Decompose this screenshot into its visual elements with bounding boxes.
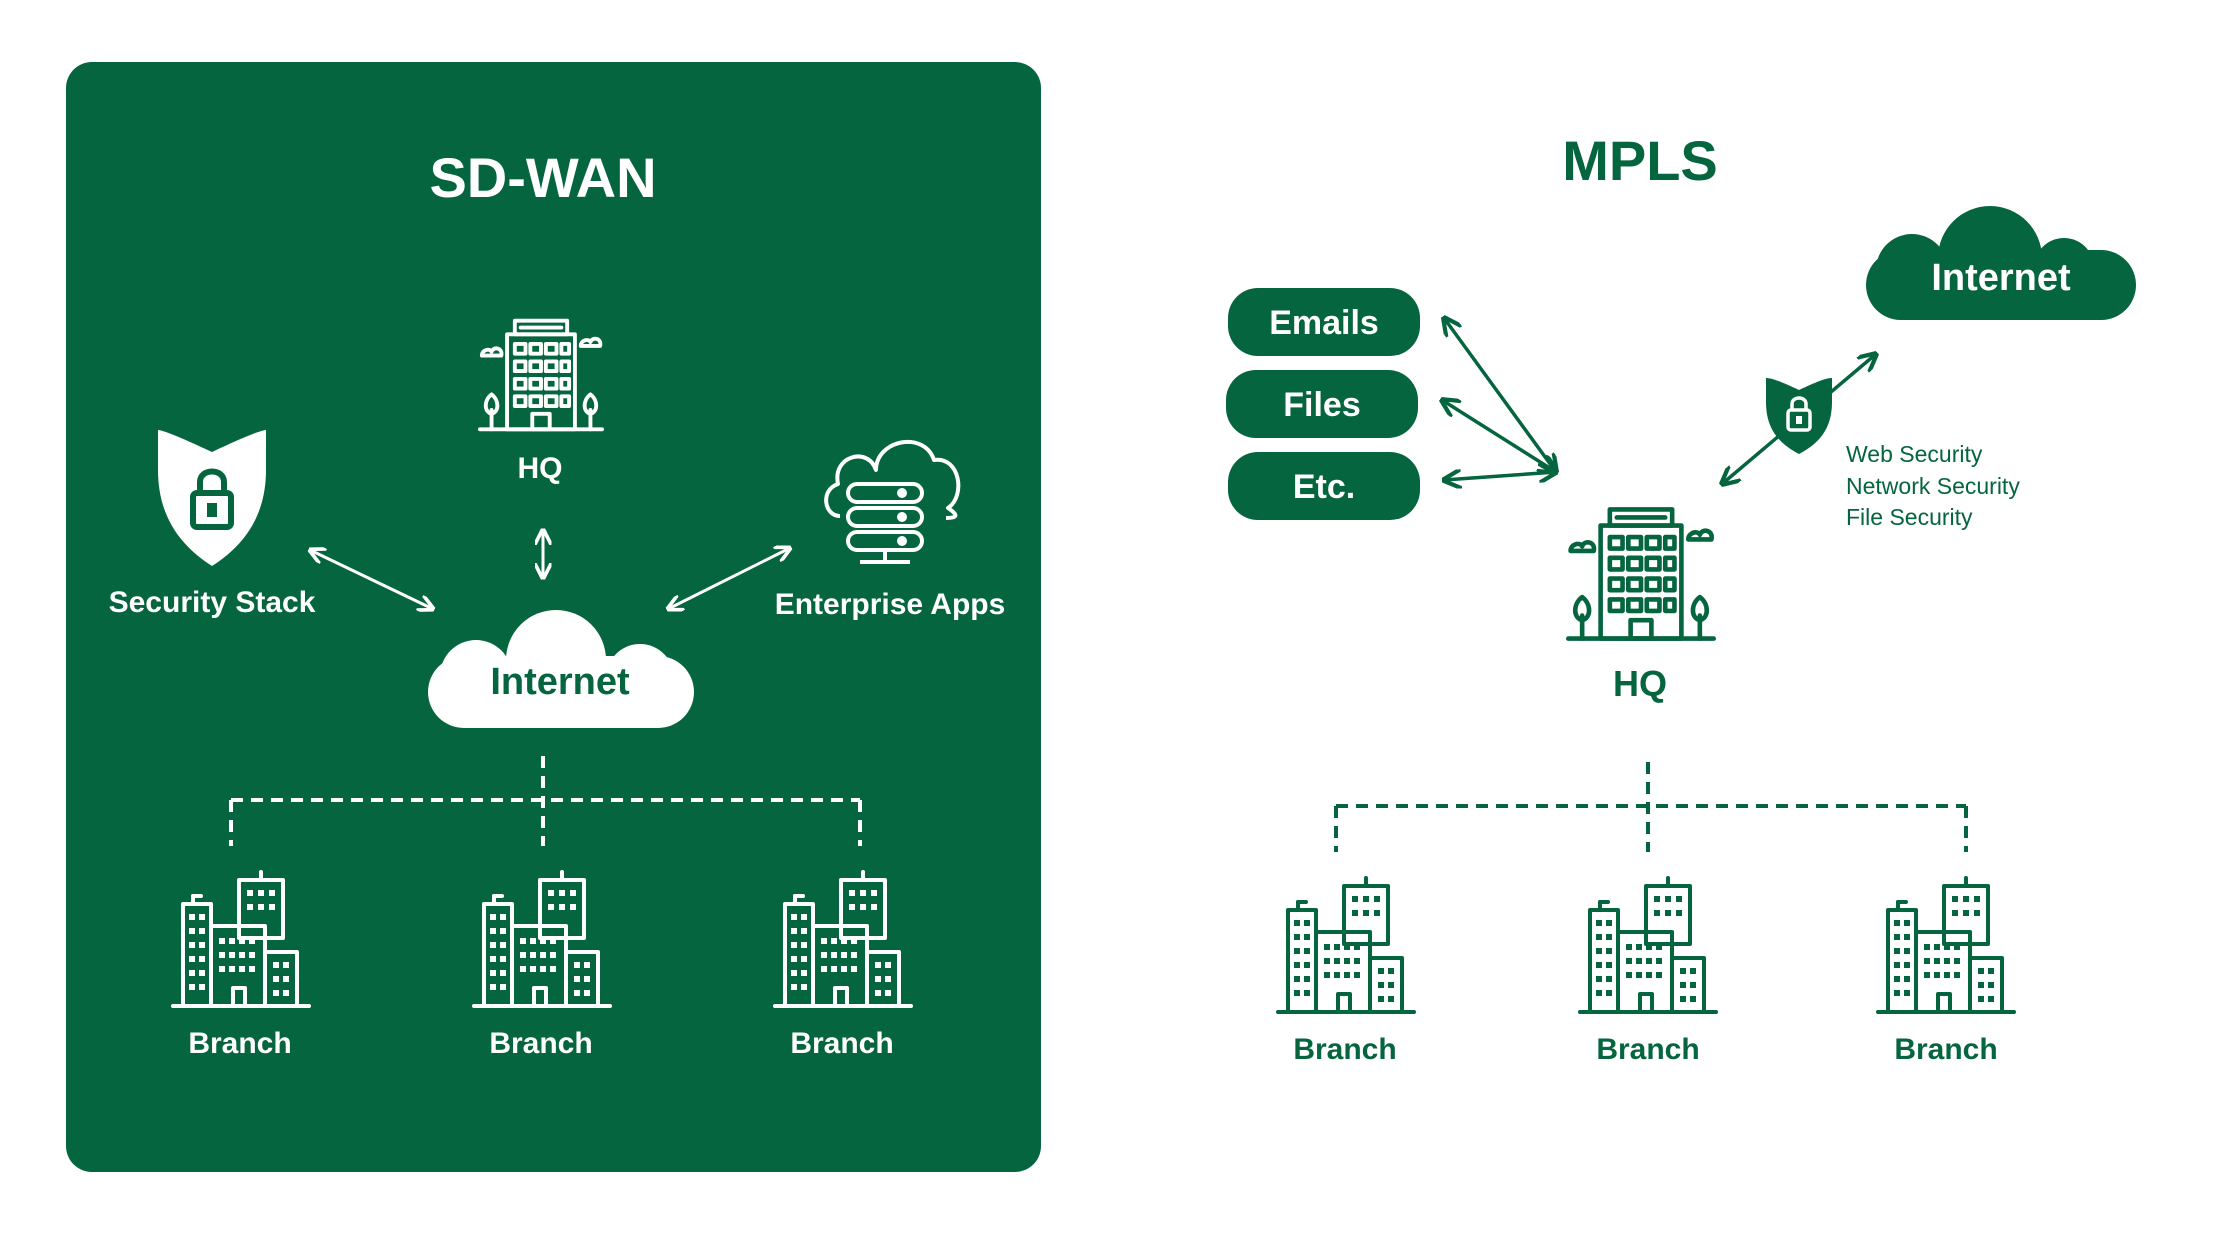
security-feature-network: Network Security bbox=[1846, 473, 2020, 499]
city-buildings-icon bbox=[1876, 876, 2016, 1014]
security-internet-arrow bbox=[310, 550, 433, 609]
cloud-icon bbox=[1866, 206, 2136, 320]
sdwan-branch-label-3: Branch bbox=[790, 1027, 893, 1060]
mpls-service-etc: Etc. bbox=[1228, 452, 1420, 520]
security-feature-web: Web Security bbox=[1846, 441, 1983, 467]
sdwan-internet-label: Internet bbox=[490, 661, 630, 703]
sdwan-branch-label-2: Branch bbox=[489, 1027, 592, 1060]
mpls-hq-label: HQ bbox=[1613, 663, 1667, 704]
mpls-branch-label-1: Branch bbox=[1293, 1033, 1396, 1066]
security-feature-file: File Security bbox=[1846, 504, 1973, 530]
service-label-emails: Emails bbox=[1269, 304, 1379, 342]
sdwan-title: SD-WAN bbox=[429, 146, 656, 209]
mpls-branch-label-2: Branch bbox=[1596, 1033, 1699, 1066]
emails-hq-arrow bbox=[1444, 318, 1556, 472]
sdwan-hq-label: HQ bbox=[518, 452, 563, 485]
mpls-service-files: Files bbox=[1226, 370, 1418, 438]
enterprise-apps-label: Enterprise Apps bbox=[775, 588, 1006, 621]
sdwan-branch-1: Branch bbox=[171, 870, 311, 1060]
cloud-server-icon bbox=[824, 440, 961, 564]
sdwan-security-node: Security Stack bbox=[109, 430, 316, 619]
office-building-icon bbox=[1568, 509, 1713, 638]
mpls-branch-label-3: Branch bbox=[1894, 1033, 1997, 1066]
sdwan-branch-3: Branch bbox=[773, 870, 913, 1060]
sdwan-panel: SD-WAN HQ Security Stack bbox=[66, 62, 1041, 1172]
sdwan-apps-node: Enterprise Apps bbox=[775, 440, 1006, 621]
sdwan-hq-node: HQ bbox=[478, 318, 604, 485]
service-label-etc: Etc. bbox=[1293, 468, 1355, 506]
mpls-branch-1: Branch bbox=[1276, 876, 1416, 1066]
mpls-branch-3: Branch bbox=[1876, 876, 2016, 1066]
sdwan-branch-connector bbox=[229, 756, 862, 846]
mpls-branch-2: Branch bbox=[1578, 876, 1718, 1066]
mpls-hq-node: HQ bbox=[1568, 509, 1713, 704]
mpls-internet-node: Internet bbox=[1866, 206, 2136, 320]
city-buildings-icon bbox=[1276, 876, 1416, 1014]
sdwan-internet-node: Internet bbox=[428, 610, 694, 728]
sdwan-branch-2: Branch bbox=[472, 870, 612, 1060]
security-features-list: Web Security Network Security File Secur… bbox=[1846, 441, 2020, 530]
mpls-branch-connector bbox=[1334, 762, 1968, 852]
files-hq-arrow bbox=[1442, 400, 1556, 472]
city-buildings-icon bbox=[1578, 876, 1718, 1014]
mpls-internet-label: Internet bbox=[1931, 257, 2071, 299]
apps-internet-arrow bbox=[668, 548, 790, 609]
shield-lock-icon bbox=[1766, 378, 1832, 454]
shield-lock-icon bbox=[158, 430, 266, 566]
service-label-files: Files bbox=[1283, 386, 1360, 424]
mpls-title: MPLS bbox=[1562, 129, 1718, 192]
sdwan-branch-label-1: Branch bbox=[188, 1027, 291, 1060]
etc-hq-arrow bbox=[1444, 472, 1556, 480]
mpls-service-emails: Emails bbox=[1228, 288, 1420, 356]
cloud-icon bbox=[428, 610, 694, 728]
mpls-panel: MPLS Emails Files Etc. Internet bbox=[1226, 129, 2136, 1066]
security-stack-label: Security Stack bbox=[109, 586, 316, 619]
